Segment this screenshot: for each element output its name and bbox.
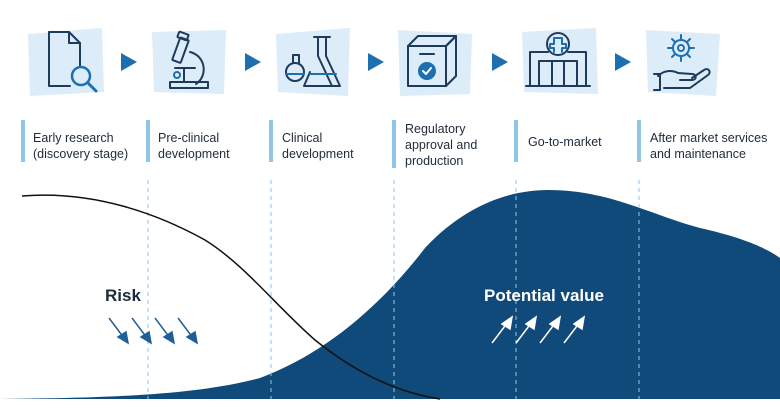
stage-marker [21,120,25,162]
stage-label-pre-clinical: Pre-clinical development [158,131,230,161]
hospital-icon [525,32,591,87]
stage-marker [514,120,518,162]
icon-bg [28,28,104,96]
risk-arrows [108,317,199,345]
value-arrow [515,315,538,344]
stage-label-regulatory: Regulatory approval and production [405,122,478,168]
document-search-icon [48,31,98,93]
chevron-right-icon [245,53,261,71]
value-arrow [563,315,586,344]
hand-gear-icon [653,34,711,91]
chevron-right-icon [615,53,631,71]
stage-label-after-market: After market services and maintenance [650,131,768,161]
risk-arrow [131,317,153,345]
risk-arrow [108,317,130,345]
risk-label: Risk [105,286,141,305]
microscope-icon [169,30,209,89]
stage-label-early-research: Early research (discovery stage) [33,131,129,161]
stage-marker [392,120,396,168]
chevron-right-icon [492,53,508,71]
stage-label-clinical: Clinical development [282,131,354,161]
potential-value-area [0,190,780,399]
stage-label-go-to-market: Go-to-market [528,135,602,149]
stage-marker [637,120,641,162]
stage-marker [269,120,273,162]
approved-package-icon [407,35,457,87]
stage-marker [146,120,150,162]
risk-arrow [177,317,199,345]
value-arrow [491,315,514,344]
value-arrows [491,315,586,344]
chevrons [121,53,631,71]
icon-bg [152,30,226,94]
lab-flask-icon [285,36,341,87]
risk-arrow [154,317,176,345]
icon-bg [276,28,350,96]
chevron-right-icon [121,53,137,71]
value-arrow [539,315,562,344]
chevron-right-icon [368,53,384,71]
risk-curve [21,194,441,400]
potential-value-label: Potential value [484,286,604,305]
